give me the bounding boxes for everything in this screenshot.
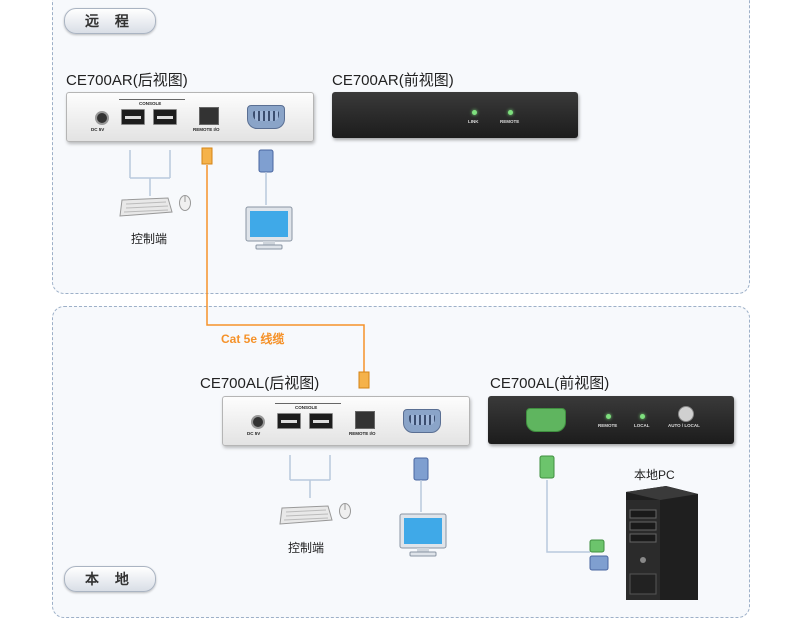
remote-front-panel: LINK REMOTE [332,92,578,138]
remote-rear-title: CE700AR(后视图) [66,72,188,89]
local-keyboard-icon [279,505,333,525]
local-zone-label: 本 地 [64,566,156,592]
local-rear-title: CE700AL(后视图) [200,375,320,392]
remote-io-label: REMOTE I/O [193,127,220,132]
remote-mouse-icon [179,195,191,211]
remote-io-label: REMOTE I/O [349,431,376,436]
vga-plug-pc-green [589,539,605,553]
console-label: CONSOLE [295,405,318,410]
cat5e-cable [206,165,365,372]
link-led-label: LINK [468,119,479,124]
front-remote-led-label: REMOTE [598,423,618,428]
local-front-panel: REMOTE LOCAL AUTO / LOCAL [488,396,734,444]
local-console-caption: 控制端 [288,541,325,555]
green-vga-port [526,408,566,432]
remote-keyboard-icon [119,197,173,217]
remote-io-port [355,411,375,429]
remote-zone-label: 远 程 [64,8,156,34]
front-local-led [640,414,645,419]
remote-console-wires [129,150,171,196]
remote-zone [52,0,750,294]
link-led [472,110,477,115]
vga-plug-green-front [539,455,555,479]
local-pc-wire [546,480,590,553]
power-label: DC 5V [247,431,261,436]
vga-port [247,105,285,129]
power-jack [251,415,265,429]
rj45-plug-remote [201,147,213,165]
vga-plug-local [413,457,429,481]
local-pc-caption: 本地PC [634,468,675,482]
auto-local-button [678,406,694,422]
rj45-plug-local [358,371,370,389]
console-bracket [119,99,185,102]
cable-label: Cat 5e 线缆 [221,332,285,346]
console-bracket [275,403,341,406]
front-local-led-label: LOCAL [634,423,650,428]
connection-lines [129,147,609,571]
remote-monitor-icon [245,206,293,250]
remote-led-label: REMOTE [500,119,520,124]
vga-port [403,409,441,433]
local-rear-panel: DC 5V CONSOLE REMOTE I/O [222,396,470,446]
remote-front-title: CE700AR(前视图) [332,72,454,89]
local-monitor-icon [399,513,447,557]
console-label: CONSOLE [139,101,162,106]
vga-plug-remote [258,149,274,173]
remote-rear-panel: DC 5V CONSOLE REMOTE I/O [66,92,314,142]
usb-port-keyboard [277,413,301,429]
power-label: DC 5V [91,127,105,132]
local-console-wires [289,455,331,498]
vga-plug-pc-blue [589,555,609,571]
pc-tower-icon [626,486,698,600]
remote-io-port [199,107,219,125]
usb-port-mouse [153,109,177,125]
front-remote-led [606,414,611,419]
remote-console-caption: 控制端 [131,232,168,246]
usb-port-mouse [309,413,333,429]
auto-local-button-label: AUTO / LOCAL [668,423,700,428]
remote-led [508,110,513,115]
power-jack [95,111,109,125]
local-front-title: CE700AL(前视图) [490,375,610,392]
local-mouse-icon [339,503,351,519]
usb-port-keyboard [121,109,145,125]
